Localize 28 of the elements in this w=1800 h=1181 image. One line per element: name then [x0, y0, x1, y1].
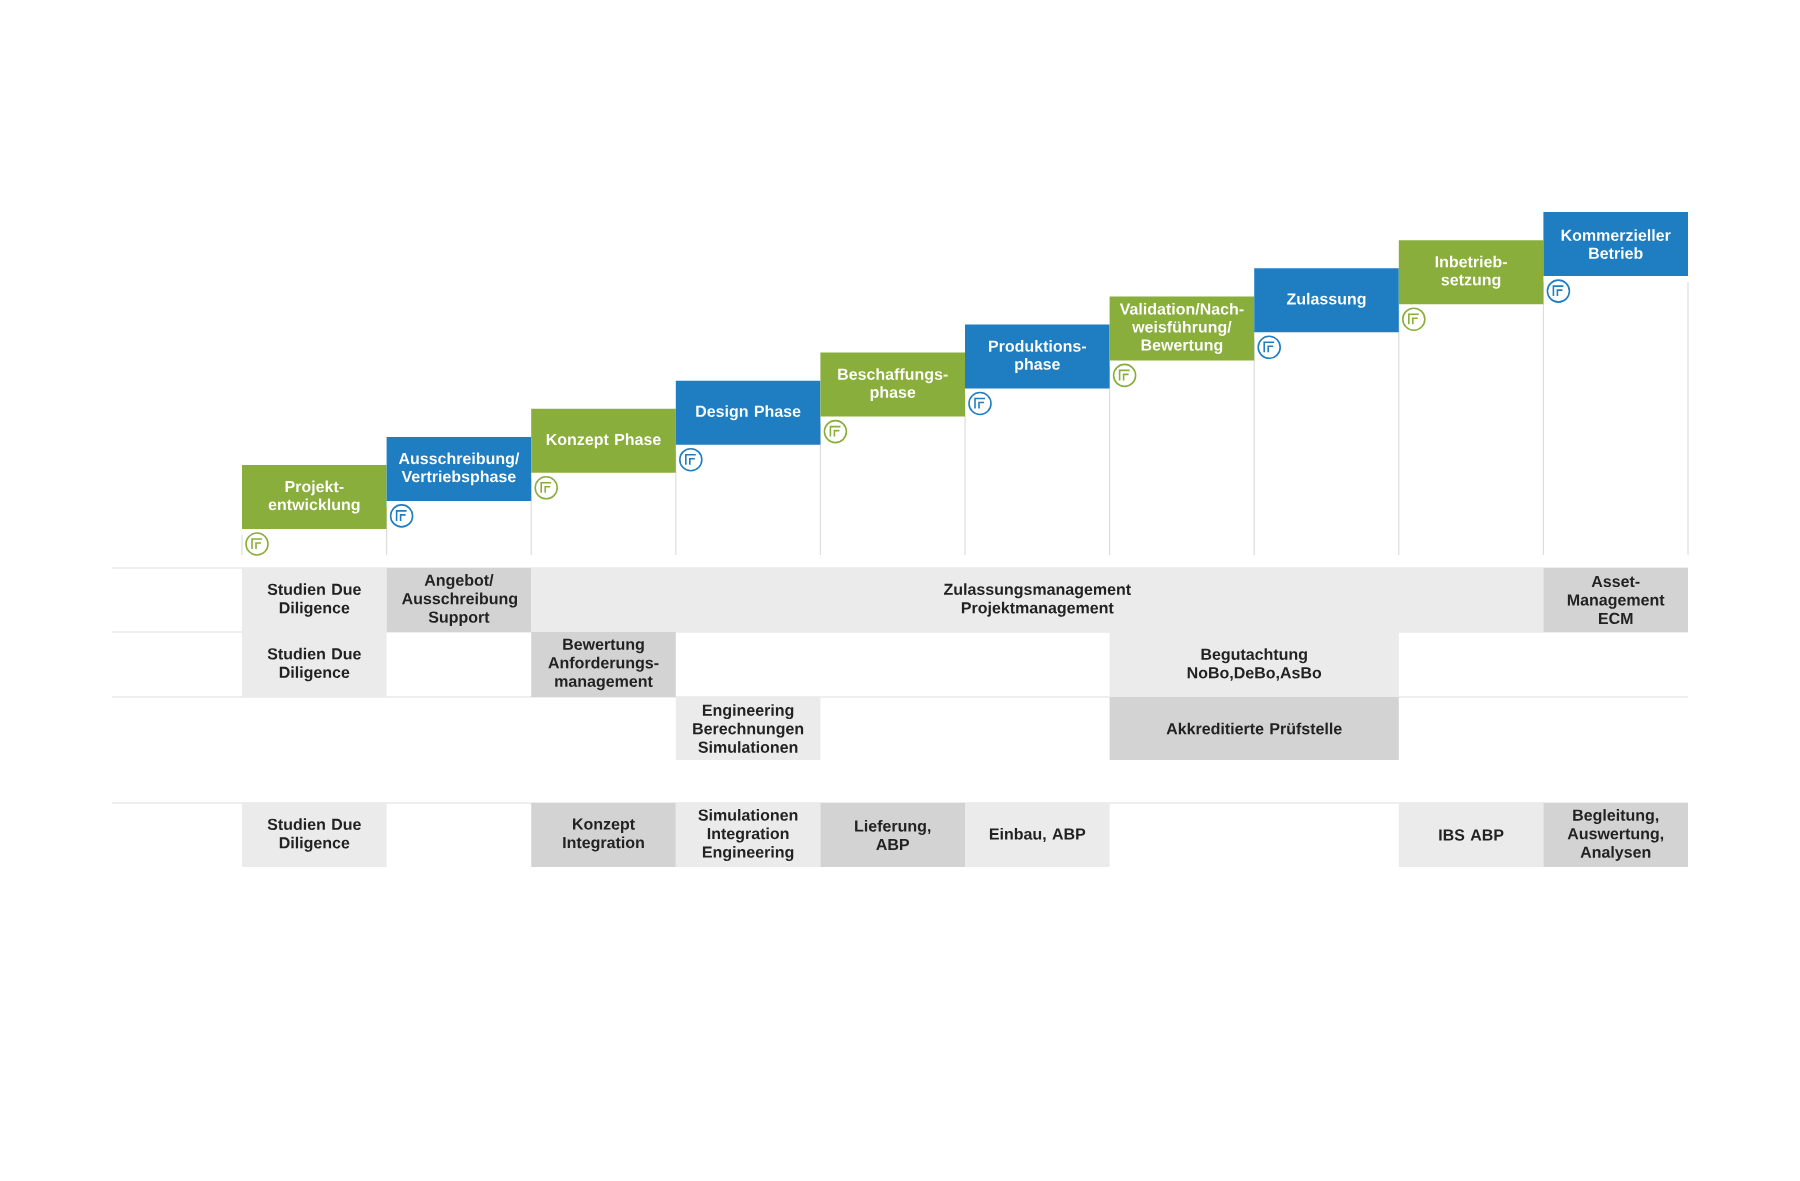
service-cell: Studien Due Diligence — [242, 632, 387, 697]
service-cell: Engineering Berechnungen Simulationen — [675, 697, 821, 760]
service-cell: Begleitung, Auswertung, Analysen — [1543, 803, 1688, 867]
service-cell: Begutachtung NoBo,DeBo,AsBo — [1109, 632, 1399, 697]
service-cell: Studien Due Diligence — [242, 803, 387, 867]
phase-box: Kommerzieller Betrieb — [1543, 212, 1688, 277]
service-cell: Studien Due Diligence — [242, 568, 387, 632]
phase-box: Design Phase — [675, 380, 821, 445]
service-cell: Lieferung, ABP — [820, 803, 965, 867]
service-cell: Angebot/ Ausschreibung Support — [386, 568, 532, 632]
service-cell: Bewertung Anforderungs- management — [531, 632, 676, 697]
service-cell: IBS ABP — [1398, 803, 1544, 867]
phase-box: Beschaffungs- phase — [820, 352, 965, 417]
service-cell: Einbau, ABP — [965, 803, 1110, 867]
service-cell: Konzept Integration — [531, 803, 676, 867]
node-label: Studien Due Diligence — [267, 583, 361, 617]
phase-box: Zulassung — [1254, 268, 1399, 333]
service-cell: Asset- Management ECM — [1543, 568, 1688, 632]
node-label: Studien Due Diligence — [267, 647, 361, 682]
phase-box: Inbetrieb- setzung — [1398, 240, 1544, 305]
service-cell: Akkreditierte Prüfstelle — [1109, 697, 1399, 760]
phase-box: Ausschreibung/ Vertriebsphase — [386, 436, 532, 501]
phase-box: Produktions- phase — [965, 324, 1110, 389]
phase-box: Validation/Nach- weisführung/ Bewertung — [1109, 296, 1255, 361]
phase-box: Konzept Phase — [531, 408, 676, 473]
phase-box: Projekt- entwicklung — [242, 465, 387, 529]
node-label: Begutachtung NoBo,DeBo,AsBo — [1187, 648, 1322, 681]
service-cell: Simulationen Integration Engineering — [675, 803, 821, 867]
